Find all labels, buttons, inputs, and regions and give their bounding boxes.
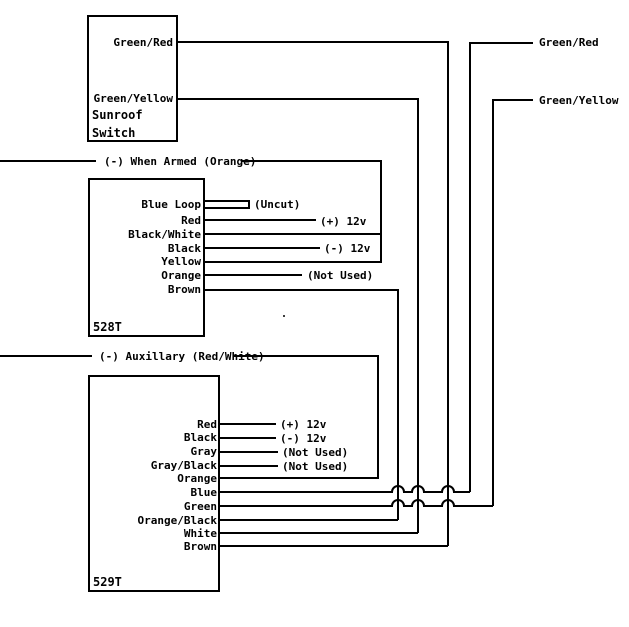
wire-528t-brown bbox=[204, 289, 399, 520]
529t-pin-orange: Orange bbox=[177, 472, 217, 485]
528t-note-plus12: (+) 12v bbox=[320, 215, 367, 228]
529t-note-not-used-gray-black: (Not Used) bbox=[282, 460, 348, 473]
module-529t-box bbox=[88, 375, 220, 592]
armed-label: (-) When Armed (Orange) bbox=[104, 155, 256, 168]
528t-pin-yellow: Yellow bbox=[161, 255, 201, 268]
529t-note-not-used-gray: (Not Used) bbox=[282, 446, 348, 459]
529t-pin-black: Black bbox=[184, 431, 217, 444]
module-528t-box bbox=[88, 178, 205, 337]
blue-loop-shape bbox=[203, 200, 250, 209]
529t-note-plus12: (+) 12v bbox=[280, 418, 327, 431]
output-green-yellow-label: Green/Yellow bbox=[539, 94, 619, 107]
sunroof-name-line1: Sunroof bbox=[92, 108, 143, 122]
529t-pin-white: White bbox=[184, 527, 217, 540]
528t-pin-brown: Brown bbox=[168, 283, 201, 296]
529t-pin-gray: Gray bbox=[191, 445, 218, 458]
aux-label: (-) Auxillary (Red/White) bbox=[99, 350, 265, 363]
528t-name: 528T bbox=[93, 320, 122, 334]
529t-name: 529T bbox=[93, 575, 122, 589]
wire-sunroof-green-yellow bbox=[177, 98, 419, 533]
sunroof-pin-green-yellow: Green/Yellow bbox=[94, 92, 174, 105]
sunroof-switch-box bbox=[87, 15, 178, 142]
sunroof-name-line2: Switch bbox=[92, 126, 135, 140]
wire-sunroof-green-red bbox=[177, 41, 449, 546]
wire-output-green-red bbox=[469, 42, 533, 492]
529t-note-minus12: (-) 12v bbox=[280, 432, 327, 445]
wire-529t-blue bbox=[219, 485, 470, 493]
528t-note-minus12: (-) 12v bbox=[324, 242, 371, 255]
wire-529t-green bbox=[219, 499, 493, 507]
528t-pin-blue-loop: Blue Loop bbox=[141, 198, 201, 211]
529t-pin-brown: Brown bbox=[184, 540, 217, 553]
528t-note-uncut: (Uncut) bbox=[254, 198, 300, 211]
528t-pin-black: Black bbox=[168, 242, 201, 255]
wire-armed-right bbox=[204, 160, 382, 263]
528t-pin-orange: Orange bbox=[161, 269, 201, 282]
wire-aux-right bbox=[219, 355, 379, 479]
stray-dot-2 bbox=[247, 505, 249, 507]
529t-pin-green: Green bbox=[184, 500, 217, 513]
output-green-red-label: Green/Red bbox=[539, 36, 599, 49]
sunroof-pin-green-red: Green/Red bbox=[113, 36, 173, 49]
529t-pin-gray-black: Gray/Black bbox=[151, 459, 218, 472]
529t-pin-red: Red bbox=[197, 418, 217, 431]
529t-pin-orange-black: Orange/Black bbox=[138, 514, 218, 527]
wire-output-green-yellow bbox=[492, 99, 533, 506]
stray-dot bbox=[283, 315, 285, 317]
529t-pin-blue: Blue bbox=[191, 486, 218, 499]
528t-pin-red: Red bbox=[181, 214, 201, 227]
528t-note-not-used: (Not Used) bbox=[307, 269, 373, 282]
528t-pin-black-white: Black/White bbox=[128, 228, 201, 241]
